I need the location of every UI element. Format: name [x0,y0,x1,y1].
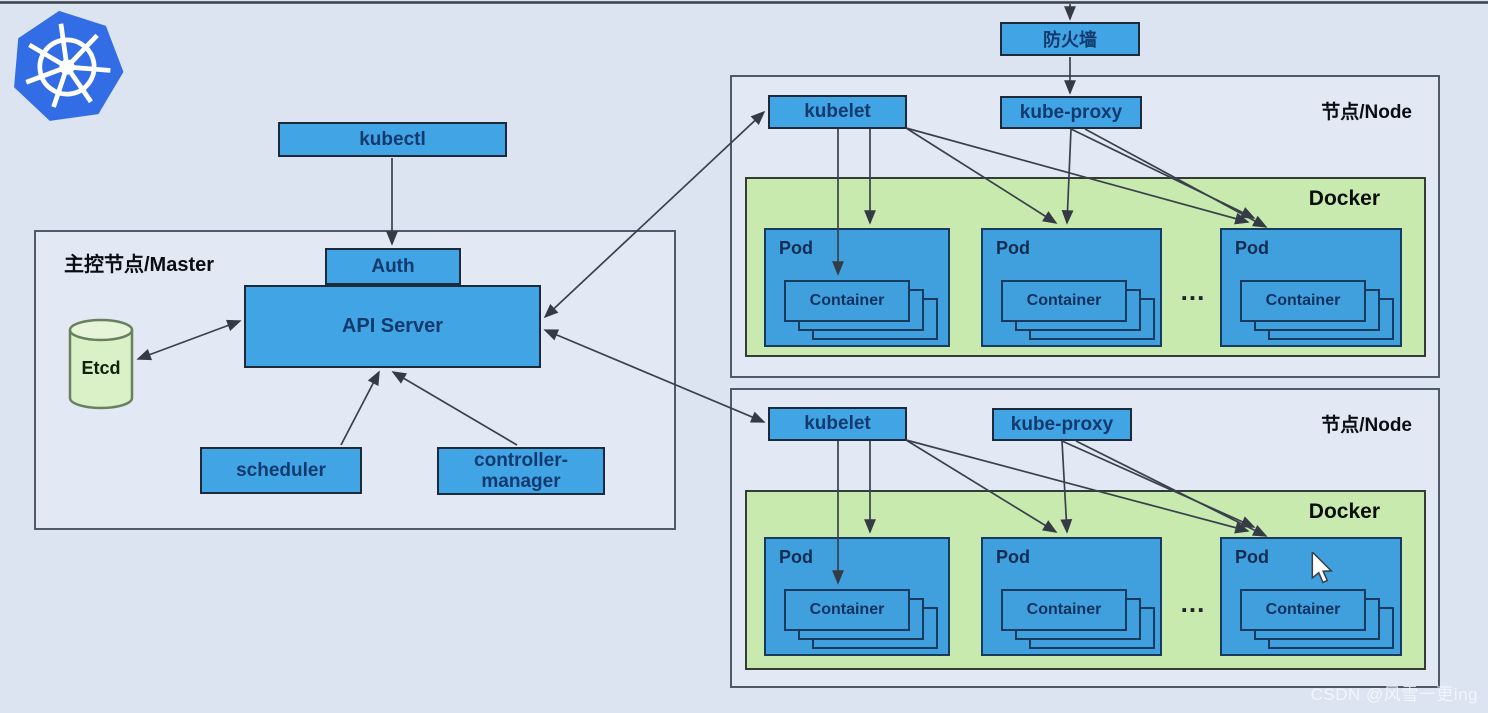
pod-label: Pod [1235,547,1269,567]
auth-box: Auth [325,248,461,285]
node-1-pod-1: Pod Container [764,228,950,347]
controller-manager-box: controller- manager [437,447,605,495]
container-box: Container [1001,280,1127,322]
kubectl-box: kubectl [278,122,507,157]
scheduler-box: scheduler [200,447,362,494]
master-zone-title: 主控节点/Master [64,254,215,276]
kubernetes-logo-icon [14,10,124,121]
mouse-cursor-icon [1311,552,1334,584]
node-1-pod-3: Pod Container [1220,228,1402,347]
csdn-watermark: CSDN @风雪一更ing [1310,685,1478,704]
node-2-kubelet-box: kubelet [768,407,907,441]
pod-label: Pod [779,547,813,567]
etcd-database-cylinder: Etcd [68,318,134,410]
etcd-label: Etcd [81,358,121,378]
node-2-kube-proxy-box: kube-proxy [992,408,1132,441]
container-box: Container [784,280,910,322]
node-2-pod-1: Pod Container [764,537,950,656]
container-box: Container [1240,589,1366,631]
node-2-docker-label: Docker [1308,500,1380,523]
pod-label: Pod [996,547,1030,567]
node-1-kubelet-box: kubelet [768,95,907,129]
controller-manager-label-line-1: controller- [474,450,568,471]
node-1-kube-proxy-box: kube-proxy [1000,96,1142,129]
node-2-pod-3: Pod Container [1220,537,1402,656]
node-1-docker-label: Docker [1308,187,1380,210]
firewall-box: 防火墙 [1000,22,1140,56]
node-2-pod-2: Pod Container [981,537,1162,656]
controller-manager-label-line-2: manager [481,471,561,492]
pod-label: Pod [996,238,1030,258]
pod-label: Pod [1235,238,1269,258]
container-box: Container [1001,589,1127,631]
node-2-title: 节点/Node [1321,415,1412,436]
container-box: Container [1240,280,1366,322]
node-1-pod-2: Pod Container [981,228,1162,347]
cylinder-shape-icon [68,318,134,410]
node-2-pods-ellipsis: ... [1180,588,1206,618]
node-1-pods-ellipsis: ... [1180,276,1206,306]
pod-label: Pod [779,238,813,258]
container-box: Container [784,589,910,631]
node-1-title: 节点/Node [1321,102,1412,123]
api-server-box: API Server [244,285,541,368]
